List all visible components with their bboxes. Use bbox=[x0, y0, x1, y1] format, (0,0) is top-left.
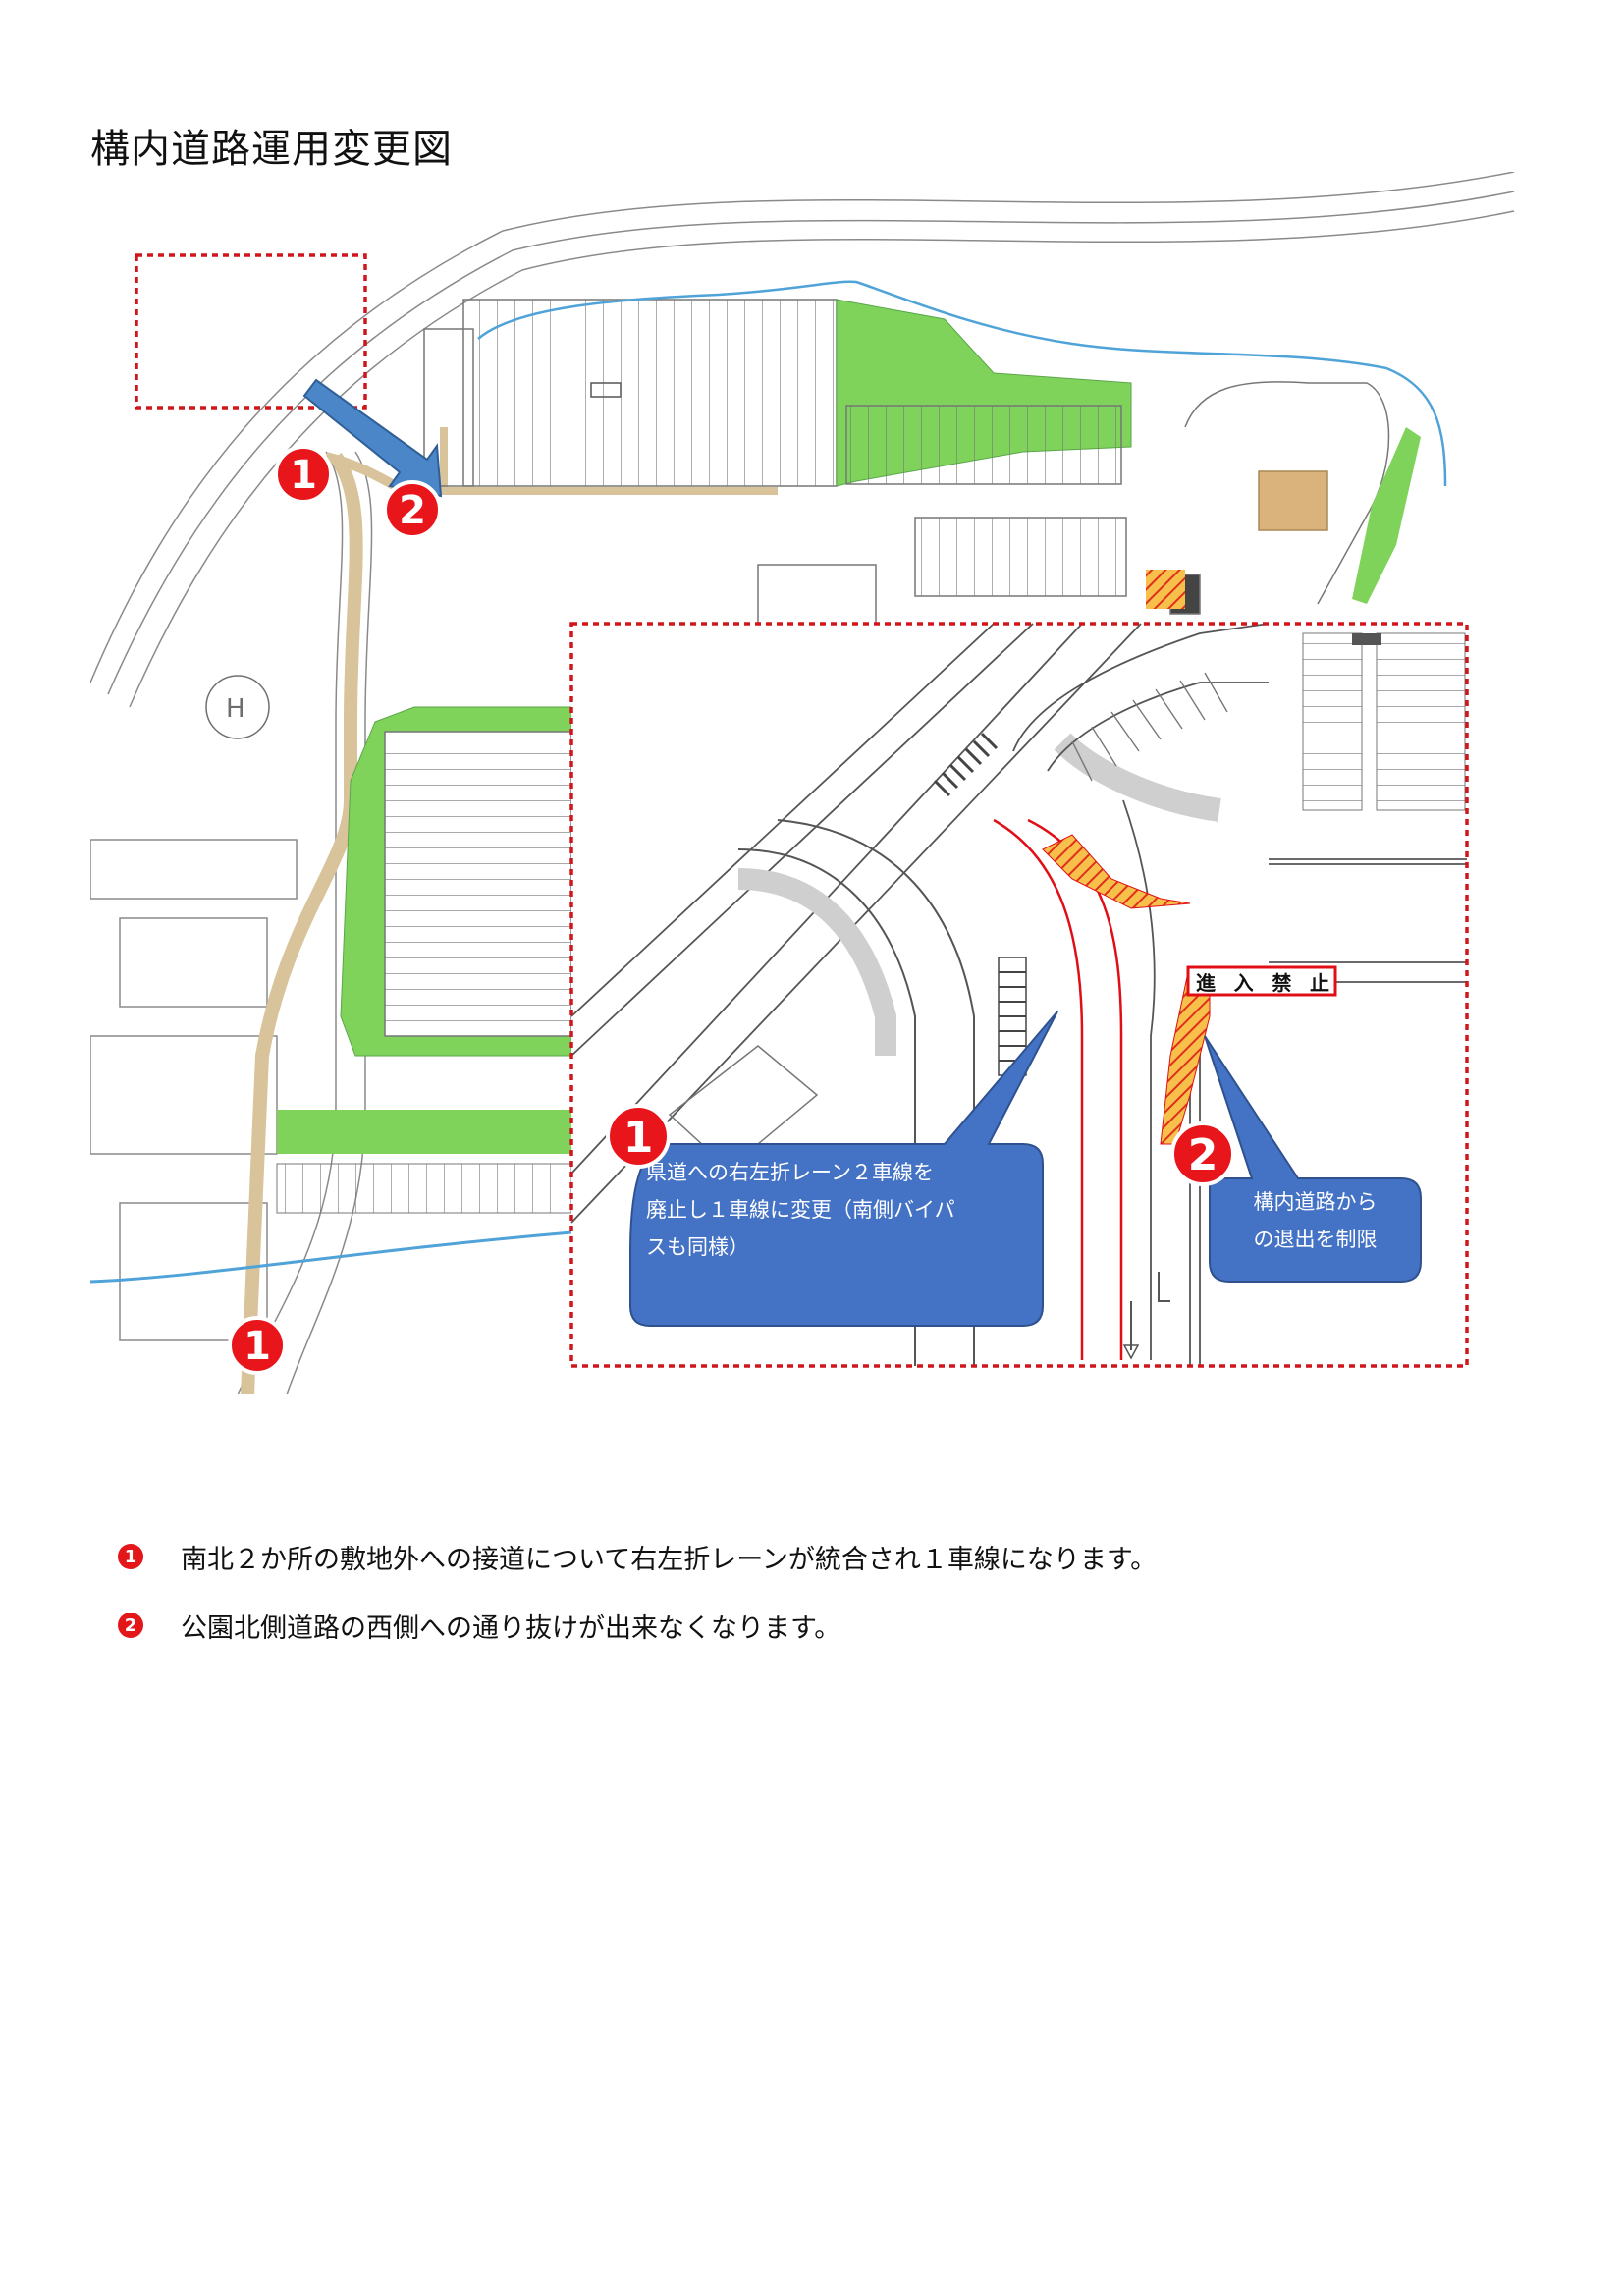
no-entry-char: 禁 bbox=[1272, 970, 1292, 995]
no-entry-char: 進 bbox=[1196, 970, 1216, 995]
page-title: 構内道路運用変更図 bbox=[90, 126, 453, 172]
waterway bbox=[477, 280, 1447, 487]
svg-text:1: 1 bbox=[290, 453, 317, 498]
callout-1-line: スも同様） bbox=[646, 1235, 749, 1259]
note-item: 1 南北２か所の敷地外への接道について右左折レーンが統合され１車線になります。 bbox=[118, 1537, 1532, 1576]
notes-list: 1 南北２か所の敷地外への接道について右左折レーンが統合され１車線になります。 … bbox=[118, 1537, 1532, 1674]
parking-lot-north bbox=[423, 299, 838, 487]
marker-2-detail: 2 bbox=[1170, 1121, 1235, 1186]
svg-text:2: 2 bbox=[399, 488, 426, 533]
restricted-area-1 bbox=[1042, 834, 1191, 909]
no-entry-sign-label: 進 入 禁 止 bbox=[1190, 967, 1335, 995]
svg-text:2: 2 bbox=[1188, 1130, 1218, 1180]
callout-1-line: 県道への右左折レーン２車線を bbox=[646, 1161, 934, 1184]
overview-highlight-frame bbox=[135, 253, 367, 410]
note-bullet: 2 bbox=[118, 1613, 143, 1638]
zoom-arrow bbox=[302, 378, 443, 498]
svg-text:H: H bbox=[226, 694, 245, 724]
callout-2-text: 構内道路から の退出を制限 bbox=[1210, 1183, 1421, 1258]
callout-bubble-2 bbox=[1204, 1035, 1422, 1283]
callout-2-line: の退出を制限 bbox=[1253, 1228, 1378, 1251]
no-entry-char: 止 bbox=[1309, 970, 1329, 995]
marker-1-south: 1 bbox=[228, 1316, 287, 1375]
note-item: 2 公園北側道路の西側への通り抜けが出来なくなります。 bbox=[118, 1606, 1532, 1645]
marker-1-detail: 1 bbox=[606, 1104, 671, 1169]
note-bullet: 1 bbox=[118, 1544, 143, 1569]
note-text: 南北２か所の敷地外への接道について右左折レーンが統合され１車線になります。 bbox=[181, 1544, 1158, 1575]
road-change-map: H bbox=[90, 172, 1532, 1394]
marker-1-north: 1 bbox=[274, 445, 333, 504]
callout-1-text: 県道への右左折レーン２車線を 廃止し１車線に変更（南側バイパ スも同様） bbox=[646, 1154, 1039, 1266]
svg-text:1: 1 bbox=[244, 1324, 271, 1369]
svg-text:1: 1 bbox=[623, 1113, 654, 1163]
callout-2-line: 構内道路から bbox=[1253, 1190, 1378, 1214]
callout-1-line: 廃止し１車線に変更（南側バイパ bbox=[646, 1198, 955, 1222]
no-entry-sign bbox=[1186, 965, 1337, 997]
note-text: 公園北側道路の西側への通り抜けが出来なくなります。 bbox=[181, 1613, 841, 1644]
parking-lot-west bbox=[340, 706, 572, 1057]
down-arrow-icon bbox=[1158, 1272, 1170, 1302]
site-plan-drawing: H bbox=[90, 172, 1515, 1394]
helipad-icon bbox=[205, 675, 270, 739]
detail-frame bbox=[569, 622, 1469, 1368]
marker-2-north: 2 bbox=[383, 480, 442, 539]
no-entry-char: 入 bbox=[1233, 970, 1254, 995]
